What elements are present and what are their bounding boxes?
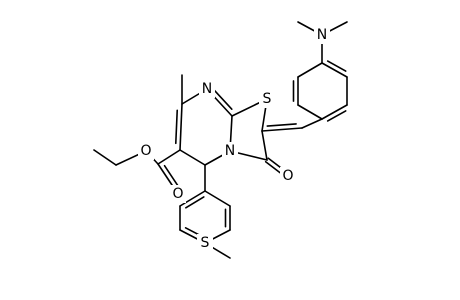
bond-ce1-ce2	[93, 149, 117, 166]
bonds	[93, 21, 348, 259]
atom-n-pyrimidine-label: N	[202, 81, 212, 97]
bond-c6-cc	[157, 149, 181, 165]
atom-n-dimethylamino-label: N	[317, 27, 327, 43]
bond-p1-p2-b	[185, 196, 205, 209]
atom-n-fused: N	[222, 142, 238, 160]
bond-c6-c5	[179, 149, 206, 166]
bond-cex-c2-b	[266, 123, 297, 127]
bond-a5-a6-b	[326, 110, 347, 122]
bond-a6-cex	[301, 118, 323, 129]
bond-c7-c6-a	[179, 103, 183, 151]
atom-o-ester-carbonyl-label: O	[172, 186, 183, 202]
bond-a1-a3-a	[321, 62, 348, 78]
atom-o-ester-ether-label: O	[140, 143, 151, 159]
atom-n-dimethylamino: N	[314, 26, 330, 44]
atom-s-thiazole: S	[259, 90, 275, 108]
bond-cex-c2-a	[261, 127, 303, 132]
atom-s-thiazole-label: S	[263, 91, 272, 107]
bond-a1-a2	[297, 62, 323, 78]
atom-n-pyrimidine: N	[199, 80, 215, 98]
bond-c7a-np-b	[213, 88, 233, 110]
bond-a1-a3-b	[326, 60, 347, 72]
atom-s-thioether-label: S	[201, 235, 210, 251]
bond-cc-oc-b	[163, 164, 180, 189]
atom-n-fused-label: N	[225, 143, 235, 159]
bond-a4-a6	[297, 104, 323, 120]
atom-labels: N N N S O O O S	[138, 26, 330, 252]
bond-c7-c6-b	[174, 109, 179, 145]
atom-o-ketone: O	[280, 167, 296, 185]
atom-o-ester-carbonyl: O	[170, 185, 186, 203]
bond-c2-c3	[261, 130, 268, 161]
atom-s-thioether: S	[197, 234, 213, 252]
atom-o-ester-ether: O	[138, 142, 154, 160]
bond-p1-p2-a	[179, 190, 206, 207]
atom-o-ketone-label: O	[282, 168, 293, 184]
bond-a5-a6-a	[321, 104, 348, 120]
bond-p1-p3	[204, 190, 231, 207]
